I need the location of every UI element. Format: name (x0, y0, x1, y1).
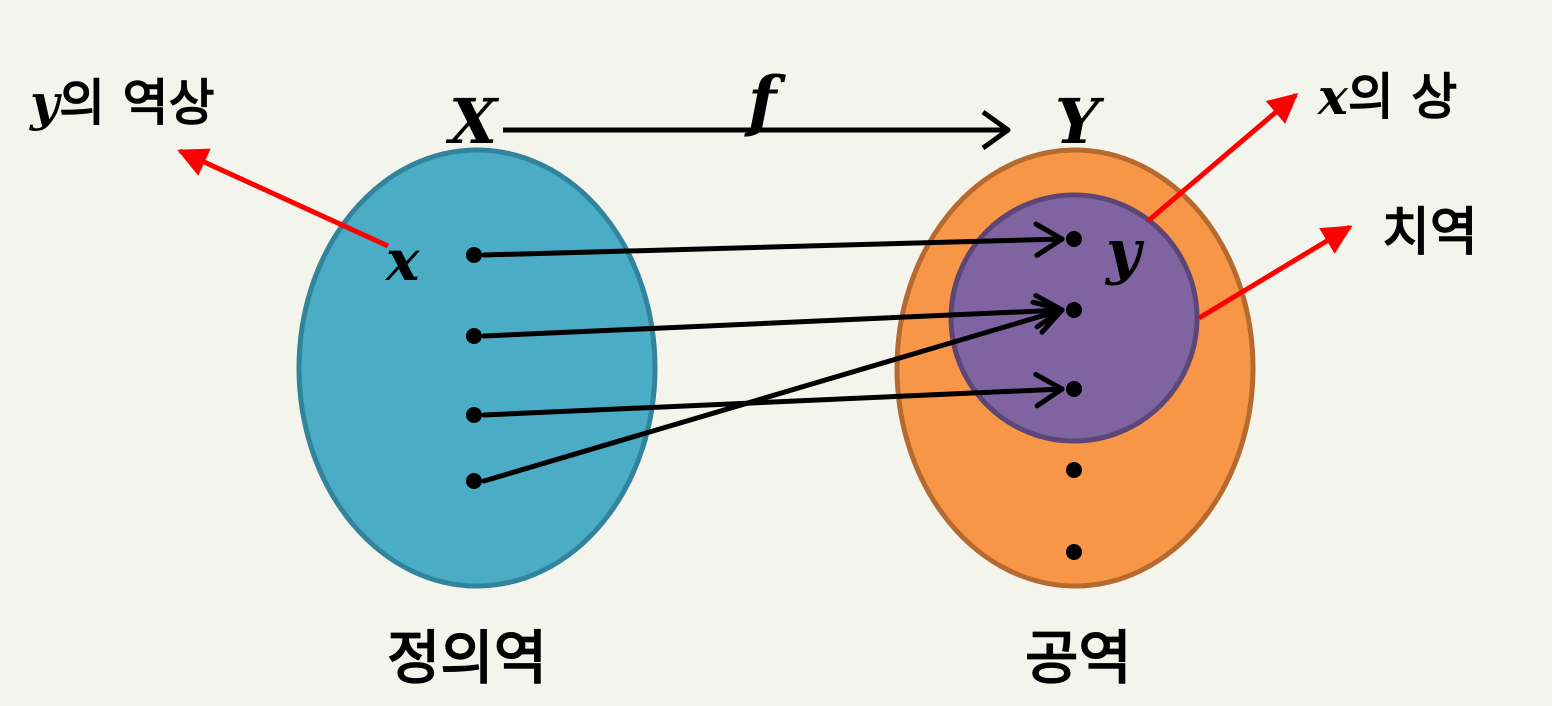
image-text: 의 상 (1348, 68, 1457, 126)
codomain-point-2 (1066, 302, 1082, 318)
codomain-point-5 (1066, 544, 1082, 560)
image-label: x의 상 (1317, 67, 1457, 126)
codomain-point-1 (1066, 231, 1082, 247)
mapping-arrows (481, 221, 1065, 484)
domain-point-3 (466, 407, 482, 423)
image-var: x (1317, 67, 1349, 126)
mapping-arrow-3 (481, 371, 1065, 418)
range-pointer-arrow (1197, 224, 1353, 321)
function-arrow (503, 109, 1011, 151)
preimage-pointer-arrow (177, 148, 390, 249)
preimage-text: 의 역상 (59, 74, 214, 132)
preimage-var: y (29, 73, 62, 132)
codomain-point-4 (1066, 462, 1082, 478)
domain-point-1 (466, 247, 482, 263)
set-x-label: X (445, 85, 500, 158)
domain-points (466, 247, 482, 489)
element-y-label: y (1104, 217, 1145, 287)
domain-set-ellipse (296, 147, 658, 589)
codomain-point-3 (1066, 381, 1082, 397)
mapping-arrow-4 (481, 299, 1065, 484)
range-label: 치역 (1382, 203, 1478, 263)
mapping-arrow-1 (481, 221, 1065, 258)
image-pointer-arrow (1146, 93, 1299, 223)
element-x-label: x (385, 228, 420, 294)
preimage-label: y의 역상 (29, 73, 214, 132)
domain-point-4 (466, 473, 482, 489)
domain-caption: 정의역 (387, 624, 547, 692)
domain-point-2 (466, 328, 482, 344)
codomain-points (1066, 231, 1082, 560)
set-y-label: Y (1055, 85, 1105, 158)
codomain-caption: 공역 (1025, 624, 1132, 692)
